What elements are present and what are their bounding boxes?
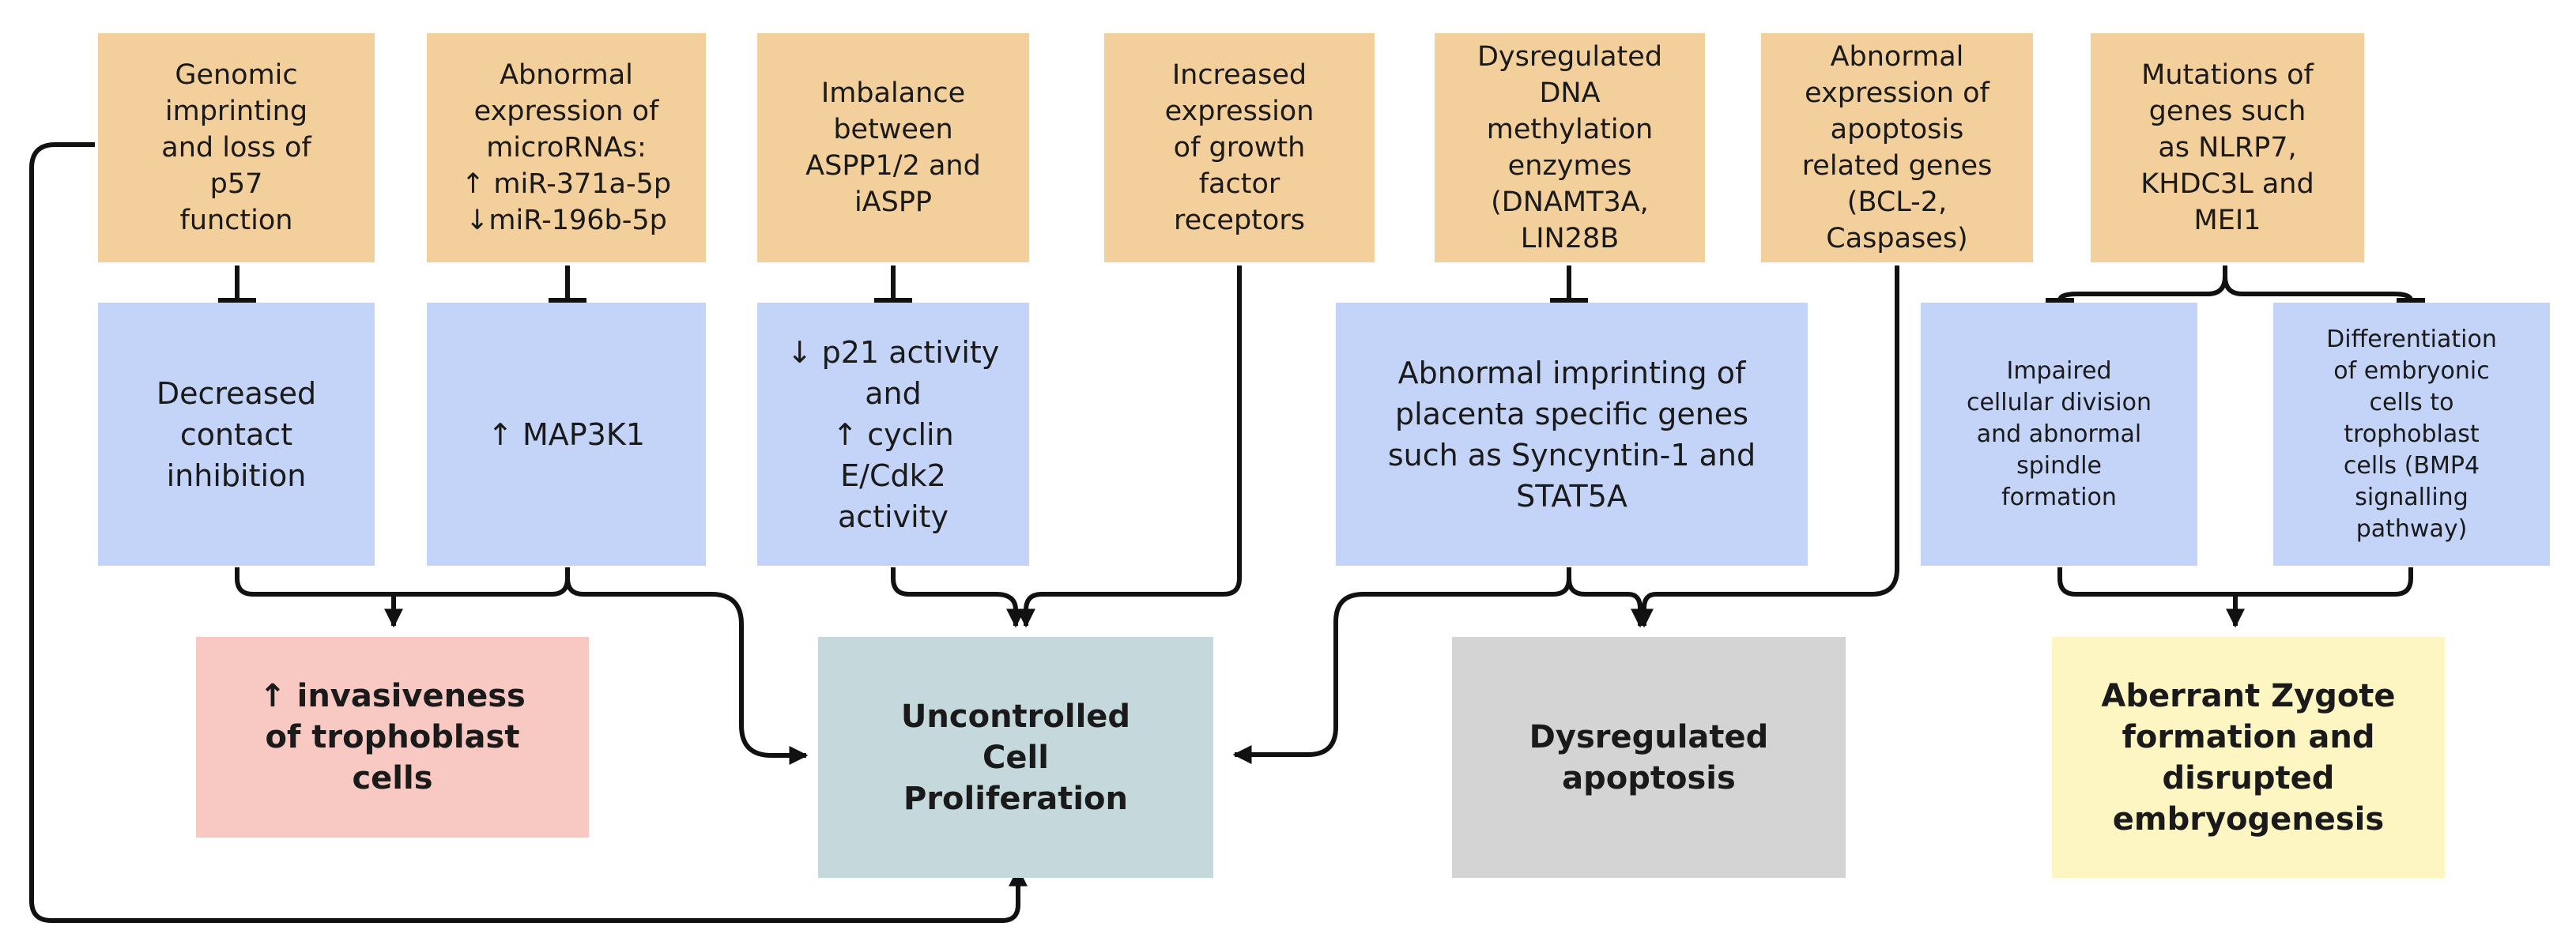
link-to-invasiveness xyxy=(235,567,570,626)
cause-genomic-imprinting: Genomic imprinting and loss of p57 funct… xyxy=(98,33,375,262)
effect-p21-cyclin: ↓ p21 activity and ↑ cyclin E/Cdk2 activ… xyxy=(757,303,1029,566)
link-imprinting-proliferation xyxy=(1232,578,1571,764)
link-p21-proliferation xyxy=(891,567,1025,628)
cause-microrna-expression: Abnormal expression of microRNAs: ↑ miR-… xyxy=(427,33,706,262)
effect-contact-inhibition: Decreased contact inhibition xyxy=(98,303,375,566)
effect-impaired-division: Impaired cellular division and abnormal … xyxy=(1921,303,2197,566)
outcome-invasiveness: ↑ invasiveness of trophoblast cells xyxy=(196,637,589,838)
inhibition-link xyxy=(218,265,256,303)
inhibition-link xyxy=(874,265,912,303)
outcome-uncontrolled-proliferation: Uncontrolled Cell Proliferation xyxy=(818,637,1213,878)
cause-dna-methylation: Dysregulated DNA methylation enzymes (DN… xyxy=(1435,33,1705,262)
link-genomic-imprinting-loop xyxy=(29,142,1028,923)
inhibition-link xyxy=(1550,265,1588,303)
link-map3k1-proliferation xyxy=(565,578,809,765)
effect-abnormal-imprinting: Abnormal imprinting of placenta specific… xyxy=(1336,303,1808,566)
cause-gene-mutations: Mutations of genes such as NLRP7, KHDC3L… xyxy=(2091,33,2364,262)
cause-aspp-imbalance: Imbalance between ASPP1/2 and iASPP xyxy=(757,33,1029,262)
link-growth-factor-proliferation xyxy=(1016,265,1242,628)
cause-growth-factor-receptors: Increased expression of growth factor re… xyxy=(1104,33,1375,262)
link-imprinting-apoptosis xyxy=(1567,567,1650,628)
outcome-dysregulated-apoptosis: Dysregulated apoptosis xyxy=(1452,637,1846,878)
effect-map3k1: ↑ MAP3K1 xyxy=(427,303,706,566)
outcome-aberrant-zygote: Aberrant Zygote formation and disrupted … xyxy=(2052,637,2445,878)
cause-apoptosis-genes: Abnormal expression of apoptosis related… xyxy=(1761,33,2033,262)
link-apoptosis-genes xyxy=(1635,265,1899,628)
link-to-zygote xyxy=(2057,567,2413,626)
split-link xyxy=(2046,265,2425,303)
effect-embryonic-differentiation: Differentiation of embryonic cells to tr… xyxy=(2273,303,2550,566)
inhibition-link xyxy=(549,265,586,303)
